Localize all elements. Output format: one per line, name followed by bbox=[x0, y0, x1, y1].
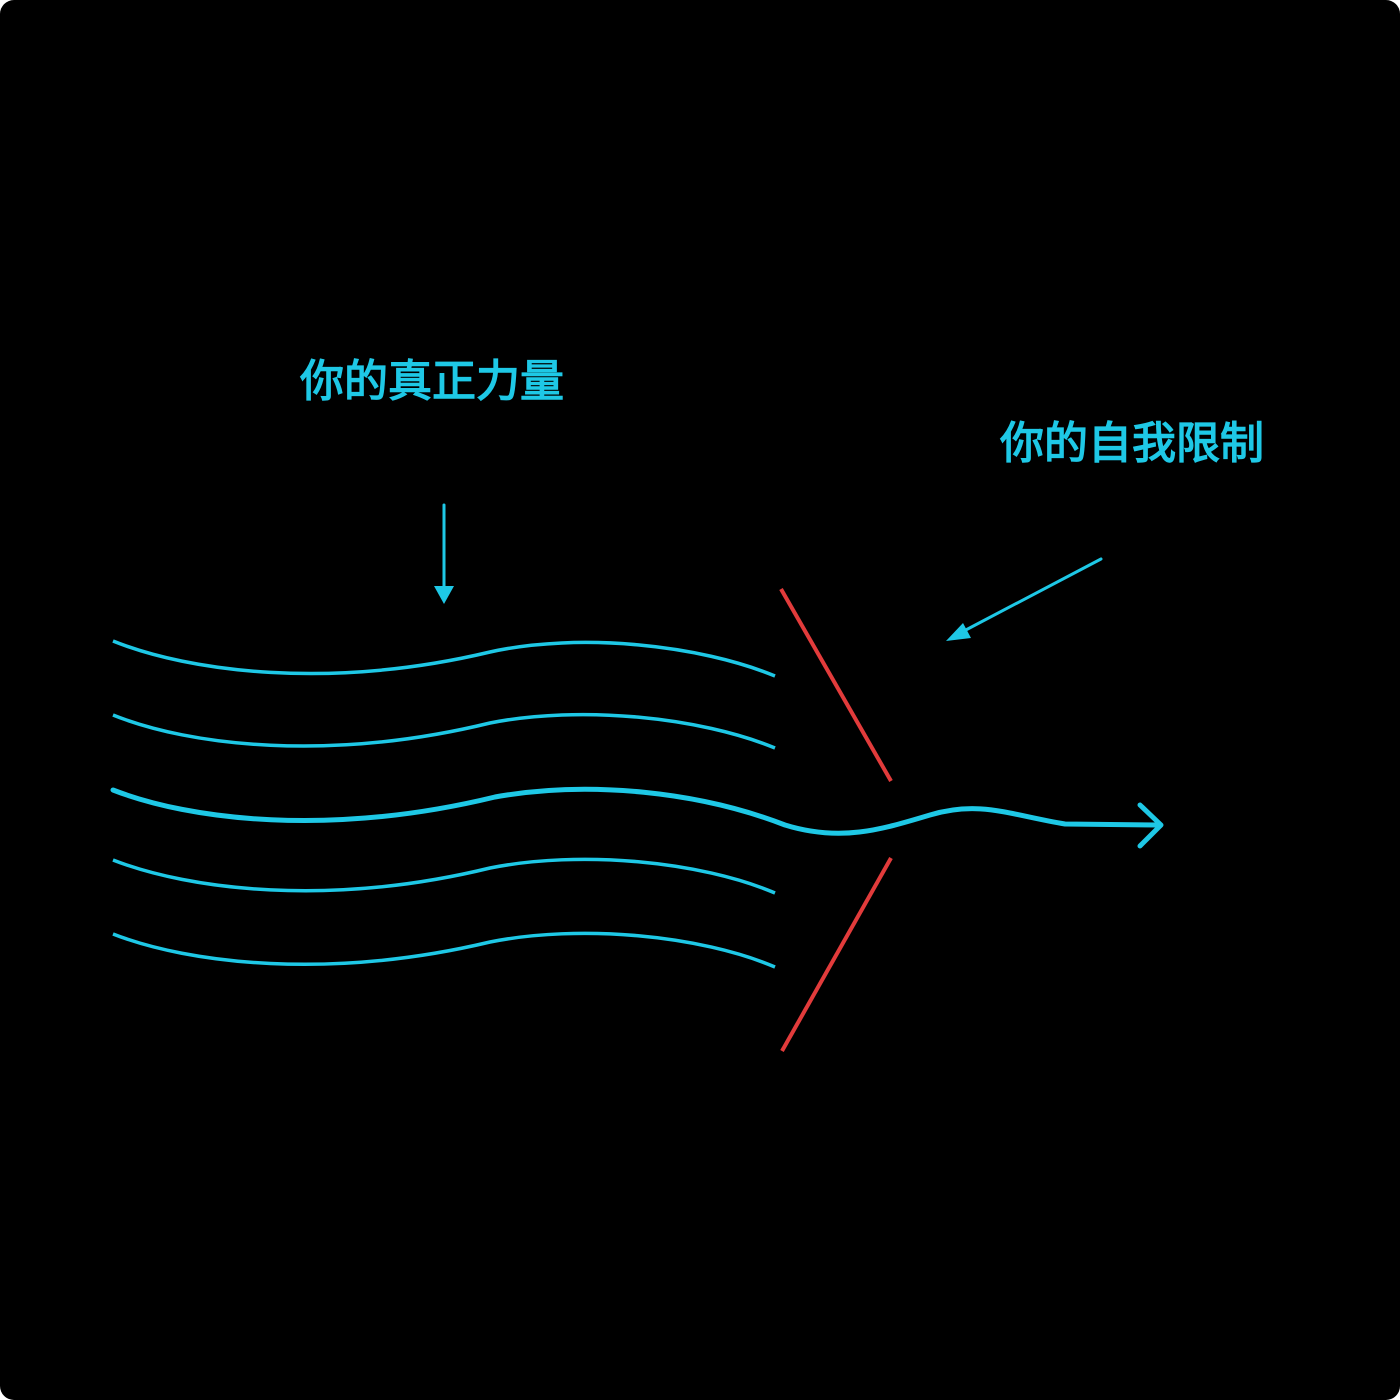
barrier-upper bbox=[779, 588, 893, 782]
flow-line-1 bbox=[112, 639, 776, 678]
flow-line-main bbox=[110, 786, 1161, 836]
flow-line-5 bbox=[112, 931, 776, 969]
true-power-label: 你的真正力量 bbox=[300, 356, 564, 407]
flow-line-4 bbox=[112, 857, 776, 895]
barrier-lower bbox=[780, 857, 893, 1052]
power-pointer-arrow-head bbox=[434, 586, 454, 604]
self-limit-label: 你的自我限制 bbox=[1000, 418, 1264, 469]
limit-pointer-arrow-shaft bbox=[960, 557, 1103, 634]
limit-pointer-arrow-head bbox=[946, 623, 971, 641]
flow-line-2 bbox=[112, 712, 776, 750]
flow-line-main-arrow-head bbox=[1137, 802, 1164, 849]
